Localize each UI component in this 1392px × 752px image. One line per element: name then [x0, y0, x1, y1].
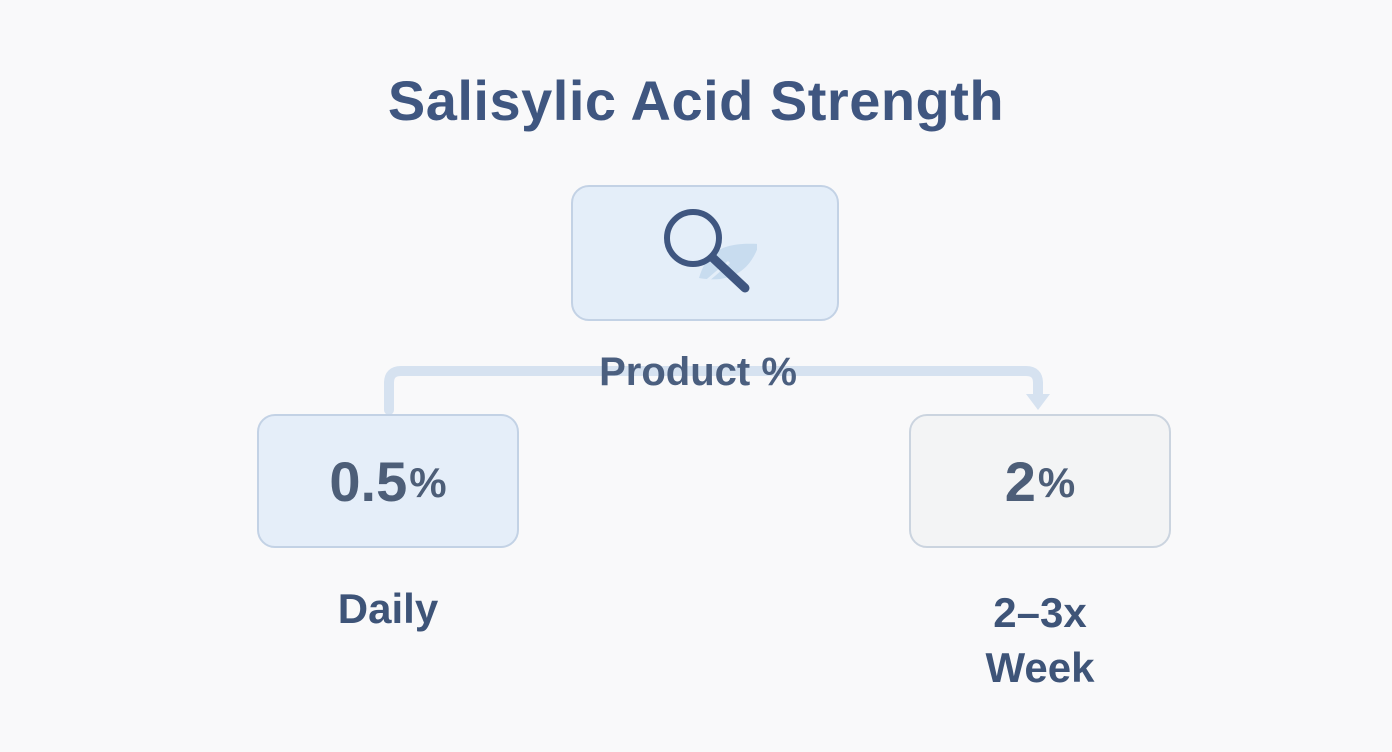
low-strength-unit: % — [409, 459, 447, 506]
magnifier-leaf-icon — [657, 202, 759, 302]
high-strength-value: 2% — [911, 416, 1169, 546]
high-strength-frequency-line2: Week — [985, 644, 1095, 691]
low-strength-number: 0.5 — [329, 449, 408, 513]
arrowhead-icon — [1026, 394, 1050, 410]
low-strength-frequency: Daily — [337, 585, 439, 632]
high-strength-box: 2% — [909, 414, 1171, 548]
high-strength-unit: % — [1037, 459, 1076, 506]
product-percent-label: Product % — [599, 350, 797, 394]
product-icon-box — [571, 185, 839, 321]
low-strength-box: 0.5% — [257, 414, 519, 548]
high-strength-frequency-line1: 2–3x — [993, 589, 1087, 636]
diagram-title: Salisylic Acid Strength — [387, 69, 1005, 132]
high-strength-number: 2 — [1004, 449, 1036, 513]
high-strength-frequency: 2–3x Week — [909, 585, 1171, 695]
low-strength-value: 0.5% — [259, 416, 517, 546]
